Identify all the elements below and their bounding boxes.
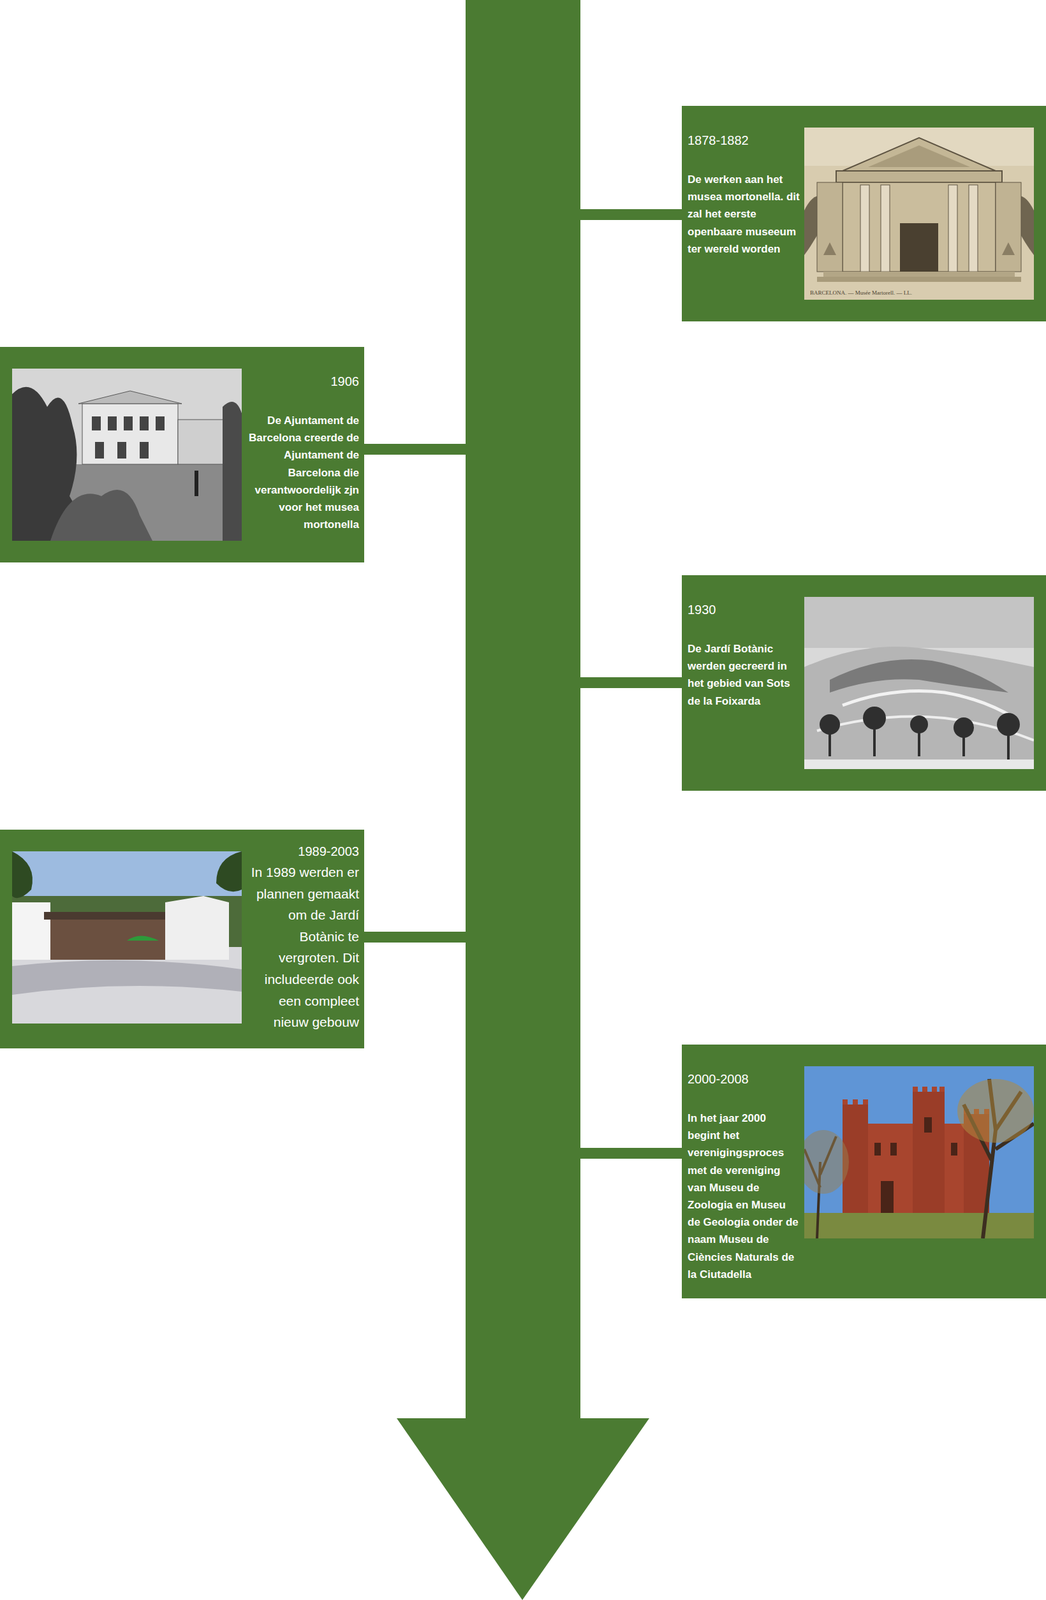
- photo-caption: BARCELONA. — Musée Martorell. — LL.: [808, 289, 914, 296]
- timeline-text: De Ajuntament de Barcelona creerde de Aj…: [246, 412, 360, 534]
- branch-bar: [579, 677, 684, 689]
- arrow-shaft: [465, 0, 581, 1420]
- timeline-year: 2000-2008: [687, 1070, 802, 1089]
- building-photo: [12, 851, 242, 1024]
- timeline-text: De Jardí Botànic werden gecreerd in het …: [687, 640, 802, 710]
- timeline-text: In 1989 werden er plannen gemaakt om de …: [246, 861, 360, 1034]
- garden-photo: [804, 596, 1034, 770]
- villa-photo: [12, 368, 242, 541]
- timeline-year: 1906: [246, 372, 360, 391]
- timeline-year: 1930: [687, 600, 802, 619]
- branch-bar: [579, 1148, 684, 1159]
- museum-photo: [804, 127, 1034, 300]
- branch-bar: [579, 209, 684, 221]
- branch-bar: [362, 931, 467, 943]
- arrow-head: [396, 1418, 650, 1600]
- text-column: 1989-2003In 1989 werden er plannen gemaa…: [246, 842, 360, 1034]
- branch-bar: [362, 443, 467, 455]
- text-column: 2000-2008 In het jaar 2000 begint het ver…: [687, 1070, 802, 1284]
- timeline-text: In het jaar 2000 begint het verenigingsp…: [687, 1109, 802, 1284]
- text-column: 1878-1882 De werken aan het musea mortone…: [687, 131, 802, 258]
- castle-photo: [804, 1066, 1034, 1239]
- timeline-year: 1989-2003: [246, 842, 360, 861]
- timeline-text: De werken aan het musea mortonella. dit …: [687, 170, 802, 258]
- text-column: 1906 De Ajuntament de Barcelona creerde d…: [246, 372, 360, 534]
- timeline-year: 1878-1882: [687, 131, 802, 150]
- text-column: 1930 De Jardí Botànic werden gecreerd in …: [687, 600, 802, 710]
